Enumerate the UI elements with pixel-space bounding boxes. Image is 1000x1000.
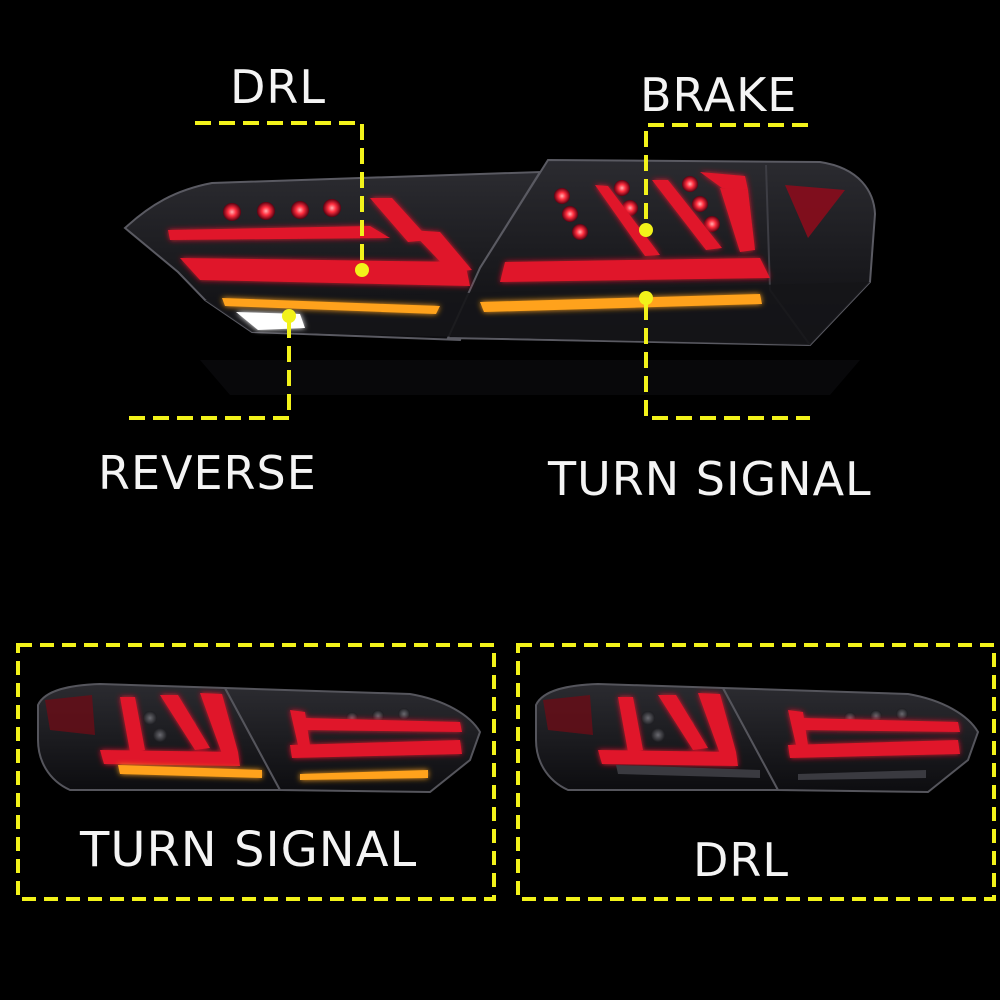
tail-light-reflection [200, 360, 860, 395]
reverse-callout-dot [282, 309, 296, 323]
reverse-callout-line [125, 322, 291, 420]
right-drl-bars [500, 172, 770, 282]
drl-callout-dot [355, 263, 369, 277]
turn-signal-label: TURN SIGNAL [548, 452, 872, 506]
main-tail-light [123, 158, 877, 395]
turn-signal-example-light [37, 682, 482, 794]
reverse-label: REVERSE [98, 446, 317, 500]
left-drl-bars [168, 198, 472, 286]
outer-red-reflector [785, 185, 845, 238]
brake-label: BRAKE [640, 68, 798, 122]
callout-lines [125, 121, 810, 420]
turn-signal-box [16, 643, 496, 901]
drl-box-label: DRL [693, 833, 790, 887]
drl-box [516, 643, 996, 901]
left-led-dots [223, 199, 341, 221]
brake-callout-line [644, 123, 808, 226]
turn-callout-dot [639, 291, 653, 305]
brake-callout-dot [639, 223, 653, 237]
drl-label: DRL [230, 60, 327, 114]
turn-signal-strips [222, 294, 762, 314]
turn-signal-box-label: TURN SIGNAL [80, 822, 418, 878]
right-led-cluster [554, 176, 720, 240]
turn-callout-line [644, 304, 810, 420]
drl-example-light [535, 682, 980, 794]
drl-callout-line [195, 121, 364, 266]
